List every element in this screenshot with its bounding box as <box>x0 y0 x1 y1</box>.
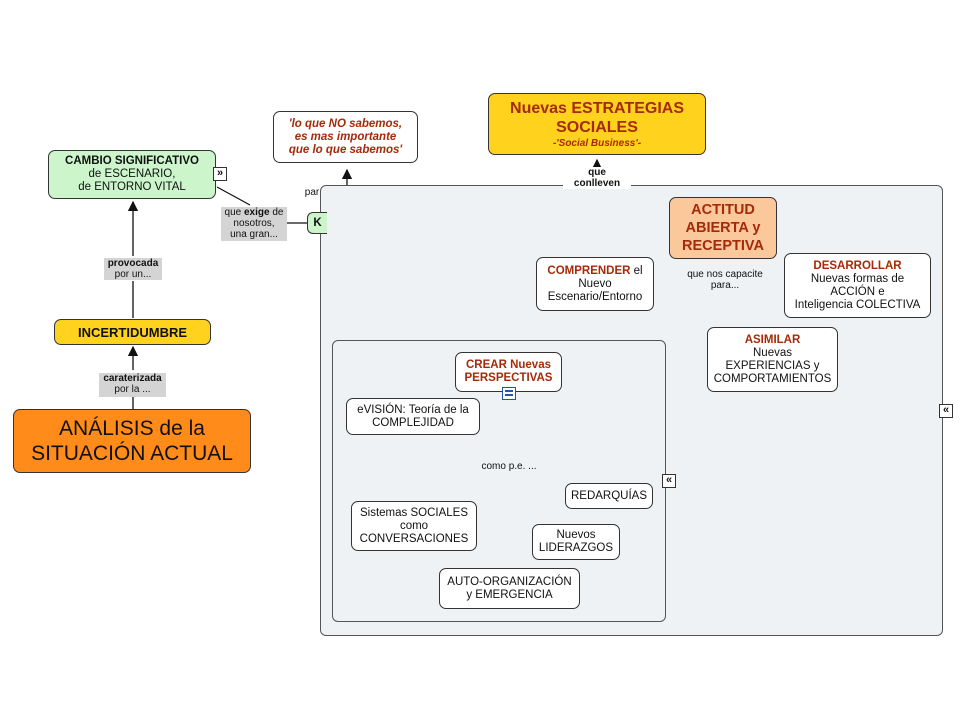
cambio-title: CAMBIO SIGNIFICATIVO <box>65 155 199 167</box>
actitud-line3: RECEPTIVA <box>682 238 764 254</box>
incertidumbre-node[interactable]: INCERTIDUMBRE <box>54 319 211 345</box>
link-como-label: como p.e. ... <box>481 461 537 472</box>
link-exige-bold: exige <box>243 207 270 218</box>
comprender-line2: Nuevo <box>578 277 612 290</box>
comprender-title: COMPRENDER <box>547 264 631 277</box>
actitud-line1: ACTITUD <box>691 202 755 218</box>
asimilar-title: ASIMILAR <box>744 333 801 346</box>
incertidumbre-label: INCERTIDUMBRE <box>77 324 188 340</box>
sistemas-node[interactable]: Sistemas SOCIALES como CONVERSACIONES <box>351 501 477 551</box>
link-par-label: par <box>304 187 320 198</box>
estrategias-line3: -'Social Business'- <box>552 137 642 149</box>
link-caraterizada-bold: caraterizada <box>103 373 162 384</box>
cambio-line2: de ESCENARIO, <box>88 168 176 180</box>
link-conlleven-line1: que <box>588 167 606 178</box>
liderazgos-node[interactable]: Nuevos LIDERAZGOS <box>532 524 620 560</box>
auto-line1: AUTO-ORGANIZACIÓN <box>447 575 572 588</box>
link-caraterizada-rest: por la ... <box>114 384 151 395</box>
link-exige-line3: una gran... <box>230 229 278 240</box>
estrategias-line2: SOCIALES <box>556 118 638 136</box>
asimilar-line4: COMPORTAMIENTOS <box>713 372 832 385</box>
redarquias-label: REDARQUÍAS <box>570 489 648 502</box>
desarrollar-line2: Nuevas formas de <box>810 272 905 285</box>
crear-line1: CREAR Nuevas <box>466 359 551 371</box>
link-exige: que exige de nosotros, una gran... <box>221 207 287 241</box>
link-provocada-rest: por un... <box>114 269 152 280</box>
desarrollar-line3: ACCIÓN e <box>830 285 885 298</box>
link-exige-line2: nosotros, <box>233 218 275 229</box>
cambio-significativo-node[interactable]: CAMBIO SIGNIFICATIVO de ESCENARIO, de EN… <box>48 150 216 199</box>
comprender-node[interactable]: COMPRENDER el Nuevo Escenario/Entorno <box>536 257 654 311</box>
desarrollar-title: DESARROLLAR <box>813 259 902 272</box>
liderazgos-line1: Nuevos <box>556 529 596 541</box>
auto-organizacion-node[interactable]: AUTO-ORGANIZACIÓN y EMERGENCIA <box>439 568 580 609</box>
collapse-icon[interactable]: « <box>939 404 953 418</box>
sistemas-line3: CONVERSACIONES <box>359 532 469 545</box>
asimilar-node[interactable]: ASIMILAR Nuevas EXPERIENCIAS y COMPORTAM… <box>707 327 838 392</box>
link-provocada-bold: provocada <box>107 258 159 269</box>
analisis-node[interactable]: ANÁLISIS de la SITUACIÓN ACTUAL <box>13 409 251 473</box>
desarrollar-node[interactable]: DESARROLLAR Nuevas formas de ACCIÓN e In… <box>784 253 931 318</box>
hidden-node[interactable]: K <box>307 212 327 234</box>
quote-line2: es mas importante <box>294 130 397 143</box>
hidden-node-label: K <box>313 216 322 229</box>
estrategias-node[interactable]: Nuevas ESTRATEGIAS SOCIALES -'Social Bus… <box>488 93 706 155</box>
link-como: como p.e. ... <box>476 461 542 473</box>
actitud-line2: ABIERTA y <box>685 220 761 236</box>
expand-icon[interactable]: » <box>213 167 227 181</box>
auto-line2: y EMERGENCIA <box>466 588 553 601</box>
comprender-line3: Escenario/Entorno <box>547 290 643 303</box>
estrategias-line1: Nuevas ESTRATEGIAS <box>510 99 684 117</box>
link-caraterizada: caraterizada por la ... <box>99 373 166 397</box>
comprender-rest: el <box>630 264 643 277</box>
link-capacite: que nos capacite para... <box>684 269 766 293</box>
link-capacite-line1: que nos capacite <box>687 269 763 280</box>
evision-line1: eVISIÓN: Teoría de la <box>357 403 469 416</box>
desarrollar-line4: Inteligencia COLECTIVA <box>794 298 921 311</box>
sistemas-line1: Sistemas SOCIALES <box>359 506 468 519</box>
evision-line2: COMPLEJIDAD <box>372 416 454 429</box>
link-par: par <box>303 187 321 199</box>
crear-line2: PERSPECTIVAS <box>464 372 553 384</box>
link-exige-pre: que <box>224 207 244 218</box>
link-conlleven-line2: conlleven <box>573 178 621 189</box>
quote-line3: que lo que sabemos' <box>288 143 403 156</box>
crear-node[interactable]: CREAR Nuevas PERSPECTIVAS <box>455 352 562 392</box>
comprender-line1: COMPRENDER el <box>547 265 642 278</box>
evision-node[interactable]: eVISIÓN: Teoría de la COMPLEJIDAD <box>346 398 480 435</box>
document-icon[interactable] <box>502 387 516 400</box>
asimilar-line2: Nuevas <box>753 346 792 359</box>
link-exige-post: de <box>269 207 284 218</box>
link-capacite-line2: para... <box>710 280 740 291</box>
analisis-line2: SITUACIÓN ACTUAL <box>31 442 233 465</box>
sistemas-line2: como <box>399 519 429 532</box>
link-conlleven: que conlleven <box>563 167 631 189</box>
liderazgos-line2: LIDERAZGOS <box>538 542 614 554</box>
redarquias-node[interactable]: REDARQUÍAS <box>565 483 653 509</box>
collapse-icon[interactable]: « <box>662 474 676 488</box>
analisis-line1: ANÁLISIS de la <box>59 417 205 440</box>
quote-line1: 'lo que NO sabemos, <box>288 117 403 130</box>
quote-node[interactable]: 'lo que NO sabemos, es mas importante qu… <box>273 111 418 163</box>
actitud-node[interactable]: ACTITUD ABIERTA y RECEPTIVA <box>669 197 777 259</box>
cambio-line3: de ENTORNO VITAL <box>78 181 186 193</box>
asimilar-line3: EXPERIENCIAS y <box>725 359 820 372</box>
link-provocada: provocada por un... <box>104 258 162 280</box>
